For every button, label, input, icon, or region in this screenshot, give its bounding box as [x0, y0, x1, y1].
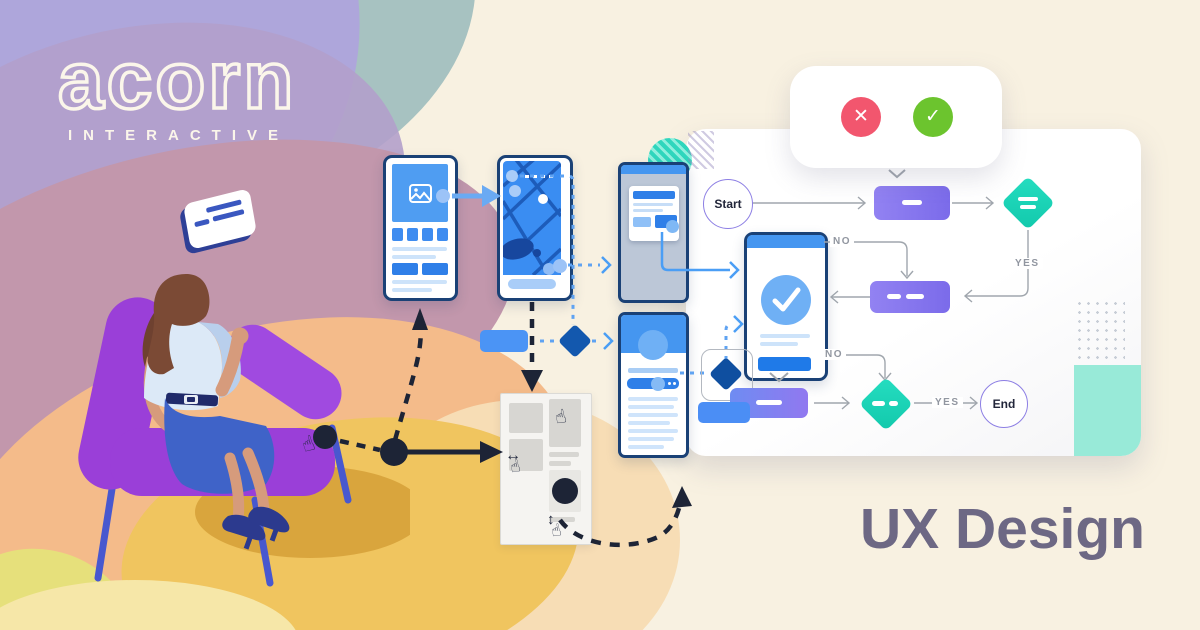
flow-start-node: Start: [703, 179, 753, 229]
diamond-1-bar: [1020, 205, 1036, 209]
review-card: ✕ ✓: [790, 66, 1002, 168]
text-line: [760, 334, 810, 338]
text-line: [628, 421, 670, 425]
text-line: [633, 203, 673, 206]
text-line: [628, 437, 674, 441]
focus-dot: [552, 478, 578, 504]
diamond-2-dash: [872, 401, 885, 406]
no-label-top: NO: [830, 236, 854, 247]
hatch-pattern-accent: [688, 131, 714, 169]
process-rect-3-dash: [756, 400, 782, 405]
black-journey-arrows: [313, 302, 692, 548]
diamond-1-bar: [1018, 197, 1038, 201]
success-circle: [761, 275, 811, 325]
text-line: [760, 342, 798, 346]
progress-knob: [651, 377, 665, 391]
brand-logo: acorn: [56, 35, 297, 126]
tile: [407, 228, 418, 241]
button-shape: [633, 217, 651, 227]
check-icon: [772, 287, 801, 312]
reject-icon: ✕: [841, 97, 881, 137]
text-line: [392, 247, 447, 251]
map-step-rect: [480, 330, 528, 352]
process-rect-2-dash: [906, 294, 924, 299]
woman-illustration: [78, 274, 410, 587]
dialog-card: [629, 186, 679, 241]
process-rect-1-dash: [902, 200, 922, 205]
tile: [437, 228, 448, 241]
no-label-mid: NO: [822, 349, 846, 360]
text-line: [392, 255, 436, 259]
text-line: [628, 413, 678, 417]
button-shape: [422, 263, 448, 275]
page-title: UX Design: [859, 497, 1145, 561]
h-resize-icon: ↔: [505, 447, 521, 464]
yes-label-bottom: YES: [932, 397, 963, 408]
status-bar: [621, 165, 686, 174]
progress-dot: [673, 382, 676, 385]
approve-icon: ✓: [913, 97, 953, 137]
dialog-title-bar: [633, 191, 675, 199]
button-shape: [392, 263, 418, 275]
phone-confirm-screen: [744, 232, 828, 381]
text-line: [628, 397, 678, 401]
avatar-circle: [638, 330, 668, 360]
tile: [422, 228, 433, 241]
v-resize-icon: ↕: [547, 511, 555, 528]
text-line: [628, 405, 674, 409]
start-label: Start: [714, 197, 742, 211]
wire-line: [549, 461, 571, 466]
map-cta-button: [508, 279, 556, 289]
wire-block: [549, 399, 581, 447]
flow-connectors: [752, 169, 1029, 410]
phone-home-screen: [383, 155, 458, 301]
text-line: [628, 429, 678, 433]
blue-connectors: [436, 170, 744, 375]
brand-tagline: INTERACTIVE: [68, 127, 290, 144]
text-line: [392, 280, 447, 284]
wire-block: [509, 439, 543, 471]
phone-dialog-screen: [618, 162, 689, 303]
process-rect-blue: [698, 402, 750, 423]
status-bar: [747, 235, 825, 248]
image-placeholder-icon: [409, 184, 432, 203]
text-line: [628, 445, 664, 449]
flow-end-node: End: [980, 380, 1028, 428]
confirm-button: [758, 357, 811, 371]
decision-box-outline: [701, 349, 753, 401]
text-line: [392, 288, 432, 292]
diamond-2-dash: [889, 401, 898, 406]
knob-dot: [666, 220, 679, 233]
dot-grid-pattern: [1075, 299, 1125, 365]
progress-dot: [668, 382, 671, 385]
yes-label-right: YES: [1012, 258, 1043, 269]
phone-profile-screen: [618, 312, 689, 458]
text-line: [628, 368, 678, 373]
wire-block: [509, 403, 543, 433]
wire-line: [549, 452, 579, 457]
map-roads: [503, 161, 561, 275]
tile: [392, 228, 403, 241]
process-rect-2-dash: [887, 294, 901, 299]
wireframe-card: ☝ ↔ ☝ ↕ ☝: [500, 393, 592, 545]
text-line: [633, 209, 663, 212]
end-label: End: [992, 397, 1016, 411]
mint-accent-block: [1074, 365, 1141, 456]
